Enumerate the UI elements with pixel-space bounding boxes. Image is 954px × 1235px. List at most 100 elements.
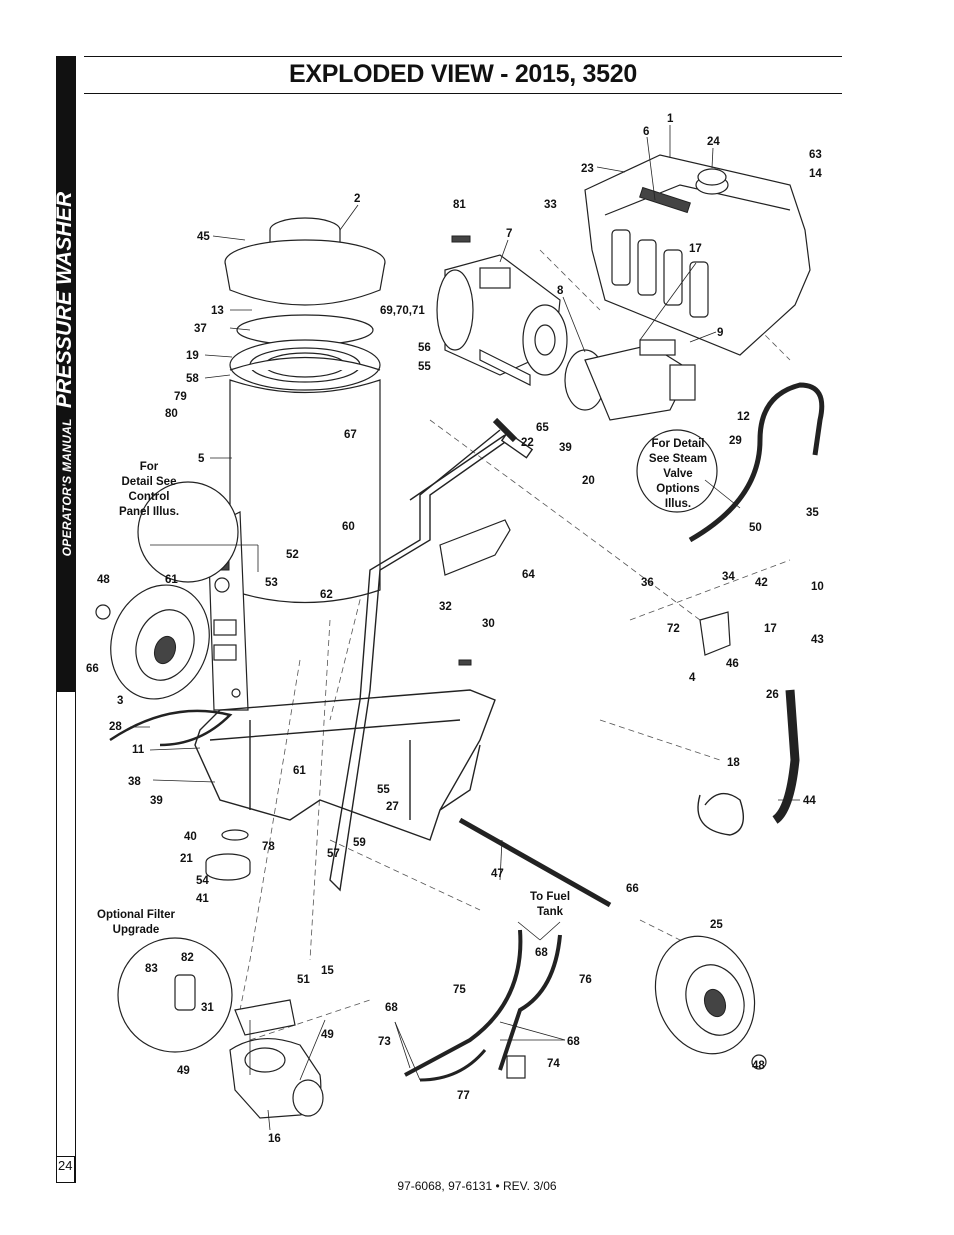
- assembly-dash-lines: [239, 249, 791, 1041]
- pump-housing: [229, 999, 324, 1119]
- callout: 57: [327, 848, 340, 860]
- callout: 78: [262, 841, 275, 853]
- callout: 3: [117, 695, 123, 707]
- callout: 83: [145, 963, 158, 975]
- callout: 66: [86, 663, 99, 675]
- callout: 6: [643, 126, 649, 138]
- callout: 33: [544, 199, 557, 211]
- callout: 15: [321, 965, 334, 977]
- callout: 44: [803, 795, 816, 807]
- callout: 41: [196, 893, 209, 905]
- callout: 9: [717, 327, 723, 339]
- callout: 2: [354, 193, 360, 205]
- callout: 46: [726, 658, 739, 670]
- callout: 51: [297, 974, 310, 986]
- sidebar-rule: [75, 56, 76, 1183]
- callout: 48: [752, 1060, 765, 1072]
- callout-numbers: 1 6 24 23 63 14 2 81 33 7 17 45 8 13 69,…: [86, 113, 824, 1145]
- callout: 38: [128, 776, 141, 788]
- document-footer: 97-6068, 97-6131 • REV. 3/06: [397, 1179, 557, 1193]
- callout: 62: [320, 589, 333, 601]
- hoses: [109, 382, 825, 1082]
- callout: 18: [727, 757, 740, 769]
- sidebar-band: [56, 56, 75, 692]
- callout: 4: [689, 672, 696, 684]
- callout: 77: [457, 1090, 470, 1102]
- callout: 24: [707, 136, 720, 148]
- callout: 55: [377, 784, 390, 796]
- callout: 12: [737, 411, 750, 423]
- steam-valve-note: For Detail See Steam Valve Options Illus…: [648, 438, 708, 510]
- callout: 39: [150, 795, 163, 807]
- callout: 19: [186, 350, 199, 362]
- callout: 29: [729, 435, 742, 447]
- callout: 34: [722, 571, 735, 583]
- control-panel-note: For Detail See Control Panel Illus.: [118, 461, 180, 518]
- leader-lines: [130, 125, 800, 1131]
- motor: [436, 254, 568, 386]
- callout: 30: [482, 618, 495, 630]
- callout: 21: [180, 853, 193, 865]
- callout: 23: [581, 163, 594, 175]
- callout: 61: [293, 765, 306, 777]
- callout: 82: [181, 952, 194, 964]
- callout: 14: [809, 168, 822, 180]
- callout: 74: [547, 1058, 560, 1070]
- callout: 76: [579, 974, 592, 986]
- callout: 64: [522, 569, 535, 581]
- callout: 39: [559, 442, 572, 454]
- callout: 58: [186, 373, 199, 385]
- brackets: [439, 519, 731, 656]
- callout: 11: [132, 744, 145, 756]
- callout: 26: [766, 689, 779, 701]
- callout: 17: [764, 623, 777, 635]
- page-number-box: [56, 1156, 75, 1183]
- burner-coil-assembly: [224, 217, 386, 604]
- callout: 40: [184, 831, 197, 843]
- callout: 79: [174, 391, 187, 403]
- callout: 56: [418, 342, 431, 354]
- callout: 31: [201, 1002, 214, 1014]
- callout: 8: [557, 285, 564, 297]
- fuel-tank: [584, 154, 811, 356]
- callout: 65: [536, 422, 549, 434]
- callout: 53: [265, 577, 278, 589]
- callout: 35: [806, 507, 819, 519]
- callout: 20: [582, 475, 595, 487]
- callout: 25: [710, 919, 723, 931]
- callout: 61: [165, 574, 178, 586]
- callout: 7: [506, 228, 512, 240]
- callout: 43: [811, 634, 824, 646]
- callout: 63: [809, 149, 822, 161]
- fuel-tank-note: To Fuel Tank: [529, 891, 571, 918]
- callout: 1: [667, 113, 674, 125]
- cart-frame: [194, 417, 534, 892]
- callout: 37: [194, 323, 207, 335]
- callout: 36: [641, 577, 654, 589]
- callout: 68: [535, 947, 548, 959]
- callout: 72: [667, 623, 680, 635]
- callout: 42: [755, 577, 768, 589]
- callout: 47: [491, 868, 504, 880]
- callout: 17: [689, 243, 702, 255]
- callout: 49: [321, 1029, 334, 1041]
- callout: 50: [749, 522, 762, 534]
- small-parts: [95, 235, 767, 1079]
- callout: 45: [197, 231, 210, 243]
- callout: 27: [386, 801, 399, 813]
- callout: 67: [344, 429, 357, 441]
- callout: 10: [811, 581, 824, 593]
- callout: 48: [97, 574, 110, 586]
- callout: 52: [286, 549, 299, 561]
- callout: 68: [385, 1002, 398, 1014]
- callout: 32: [439, 601, 452, 613]
- callout: 66: [626, 883, 639, 895]
- callout: 5: [198, 453, 205, 465]
- page-number: 24: [58, 1158, 73, 1173]
- callout: 49: [177, 1065, 190, 1077]
- page-title: EXPLODED VIEW - 2015, 3520: [289, 60, 637, 88]
- callout: 69,70,71: [380, 305, 425, 317]
- callout: 55: [418, 361, 431, 373]
- callout: 81: [453, 199, 466, 211]
